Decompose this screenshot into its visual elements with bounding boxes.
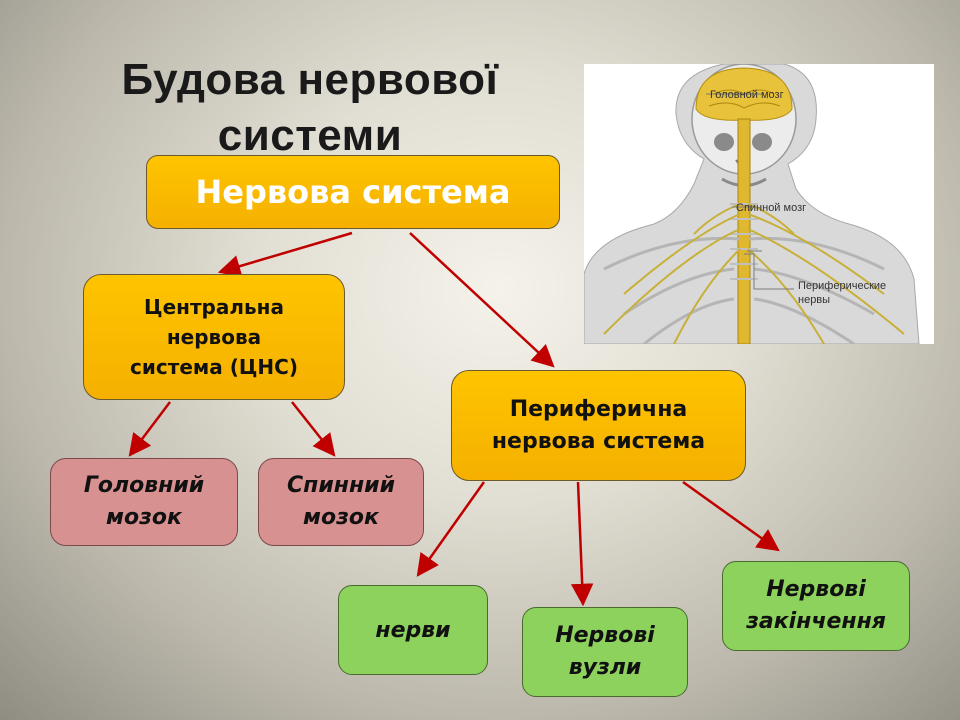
arrow-cns-to-spinal xyxy=(291,401,336,457)
node-nervous-system: Нервова система xyxy=(146,155,560,229)
node-nervous-system-label: Нервова система xyxy=(195,173,511,211)
node-spinal-cord: Спинний мозок xyxy=(258,458,424,546)
anatomy-illustration: Головной мозг Спинной мозг Периферически… xyxy=(584,64,934,344)
node-peripheral-nervous-system: Периферична нервова система xyxy=(451,370,746,481)
node-pns-label: Периферична нервова система xyxy=(491,396,706,454)
label-brain: Головной мозг xyxy=(710,89,784,101)
node-ganglia: Нервові вузли xyxy=(522,607,688,697)
label-peripheral-1: Периферические xyxy=(798,280,886,292)
node-ganglia-label: Нервові вузли xyxy=(555,623,655,680)
node-brain-label: Головний мозок xyxy=(83,473,205,530)
label-spinal-cord: Спинной мозг xyxy=(736,202,806,214)
anatomy-figure: Головной мозг Спинной мозг Периферически… xyxy=(584,64,920,344)
arrow-ns-to-pns xyxy=(409,232,555,368)
arrow-pns-to-ganglia xyxy=(570,481,594,607)
node-nerves: нерви xyxy=(338,585,488,675)
node-nerve-endings-label: Нервові закінчення xyxy=(746,577,886,634)
slide-title: Будова нервової системи xyxy=(121,55,499,160)
arrow-cns-to-brain xyxy=(128,401,171,457)
node-central-nervous-system: Центральна нервова система (ЦНС) xyxy=(83,274,345,400)
node-cns-label: Центральна нервова система (ЦНС) xyxy=(130,295,298,379)
node-brain: Головний мозок xyxy=(50,458,238,546)
arrow-pns-to-endings xyxy=(682,480,780,552)
node-nerves-label: нерви xyxy=(375,617,451,643)
arrow-ns-to-cns xyxy=(217,231,353,278)
label-peripheral-2: нервы xyxy=(798,294,830,306)
arrow-pns-to-nerves xyxy=(416,481,486,577)
node-nerve-endings: Нервові закінчення xyxy=(722,561,910,651)
node-spinal-cord-label: Спинний мозок xyxy=(287,473,395,530)
